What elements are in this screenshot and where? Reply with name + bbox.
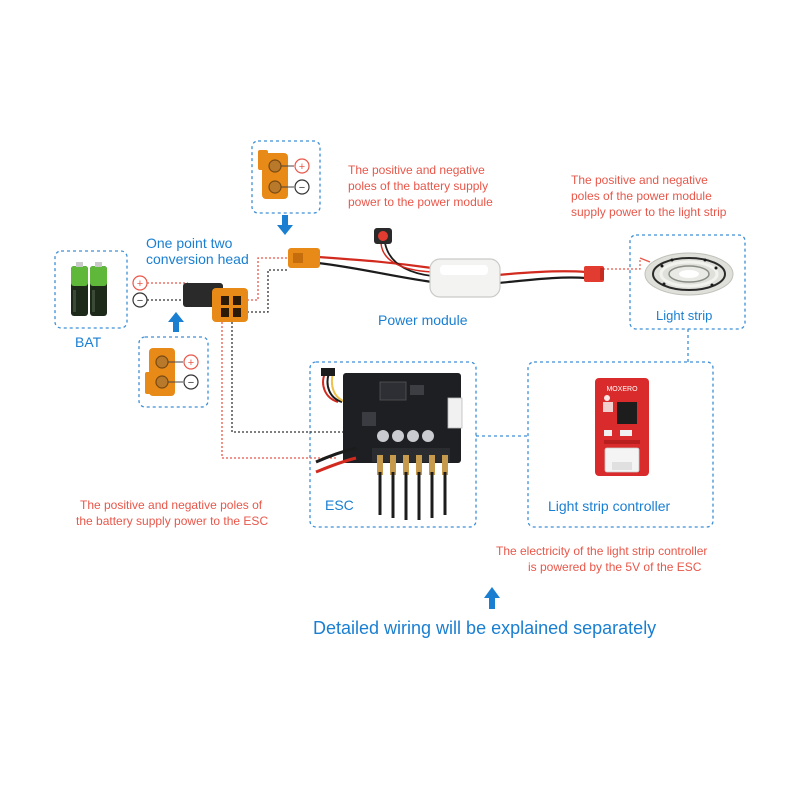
arrow-down-icon bbox=[277, 215, 293, 235]
esc-box bbox=[309, 361, 477, 528]
bottom-negative-circle bbox=[183, 374, 199, 390]
bottom-positive-circle bbox=[183, 354, 199, 370]
note-battery-to-esc-2: the battery supply power to the ESC bbox=[76, 514, 269, 528]
switch-wire-red bbox=[380, 242, 433, 273]
bat-label: BAT bbox=[75, 334, 102, 350]
footer-note: Detailed wiring will be explained separa… bbox=[313, 618, 657, 638]
note-battery-to-power-module-2: poles of the battery supply bbox=[348, 179, 489, 193]
light-strip-label: Light strip bbox=[656, 308, 713, 323]
conversion-head-label-line1: One point two bbox=[146, 235, 233, 251]
battery-box bbox=[54, 250, 128, 329]
top-positive-symbol: + bbox=[299, 161, 305, 173]
note-power-module-to-strip-1: The positive and negative bbox=[571, 173, 708, 187]
battery-connector-top-box bbox=[251, 140, 321, 214]
light-strip-controller-icon bbox=[595, 378, 649, 476]
pm-input-connector-icon bbox=[288, 248, 320, 268]
conversion-head-label-line2: conversion head bbox=[146, 251, 249, 267]
power-switch-icon bbox=[374, 228, 392, 244]
pm-negative-guide bbox=[247, 269, 288, 313]
pm-output-connector-icon bbox=[584, 266, 604, 282]
controller-brand-label: MOXERO bbox=[606, 386, 638, 393]
esc-label: ESC bbox=[325, 497, 354, 513]
bottom-negative-symbol: − bbox=[188, 377, 194, 389]
xt-connector-top-icon bbox=[258, 150, 294, 199]
power-module-body bbox=[429, 258, 501, 298]
light-strip-controller-box bbox=[527, 361, 714, 528]
pm-output-black-wire bbox=[497, 276, 587, 285]
pm-positive-guide bbox=[247, 257, 288, 301]
note-power-module-to-strip-3: supply power to the light strip bbox=[571, 205, 727, 219]
switch-wire bbox=[384, 242, 433, 277]
arrow-up-icon bbox=[168, 312, 184, 332]
power-module-label: Power module bbox=[378, 312, 468, 328]
top-negative-circle bbox=[294, 179, 310, 195]
esc-positive-guide bbox=[221, 322, 336, 459]
battery-icon bbox=[71, 262, 107, 316]
note-battery-to-esc-1: The positive and negative poles of bbox=[80, 498, 263, 512]
pm-output-red-wire bbox=[497, 270, 587, 277]
strip-guide bbox=[603, 258, 641, 270]
note-controller-power-1: The electricity of the light strip contr… bbox=[496, 544, 708, 558]
pm-input-black-wire bbox=[317, 261, 433, 284]
bat-positive-symbol: + bbox=[137, 278, 143, 290]
bat-positive-circle bbox=[132, 275, 148, 291]
note-battery-to-power-module-3: power to the power module bbox=[348, 195, 493, 209]
bat-negative-circle bbox=[132, 292, 148, 308]
bottom-positive-symbol: + bbox=[188, 357, 194, 369]
esc-board-icon bbox=[315, 368, 463, 520]
xt-connector-bottom-icon bbox=[145, 348, 183, 396]
note-controller-power-2: is powered by the 5V of the ESC bbox=[528, 560, 702, 574]
bat-negative-symbol: − bbox=[137, 295, 143, 307]
top-positive-circle bbox=[294, 158, 310, 174]
esc-negative-guide bbox=[231, 322, 356, 433]
pm-input-red-wire bbox=[317, 255, 433, 270]
power-module-highlight bbox=[440, 265, 488, 275]
note-power-module-to-strip-2: poles of the power module bbox=[571, 189, 712, 203]
light-strip-reel-icon bbox=[639, 252, 734, 296]
light-strip-controller-label: Light strip controller bbox=[548, 498, 671, 514]
footer-arrow-up-icon bbox=[484, 587, 500, 609]
note-battery-to-power-module-1: The positive and negative bbox=[348, 163, 485, 177]
top-negative-symbol: − bbox=[299, 182, 305, 194]
battery-connector-bottom-box bbox=[138, 336, 209, 408]
conversion-head-icon bbox=[183, 283, 248, 322]
